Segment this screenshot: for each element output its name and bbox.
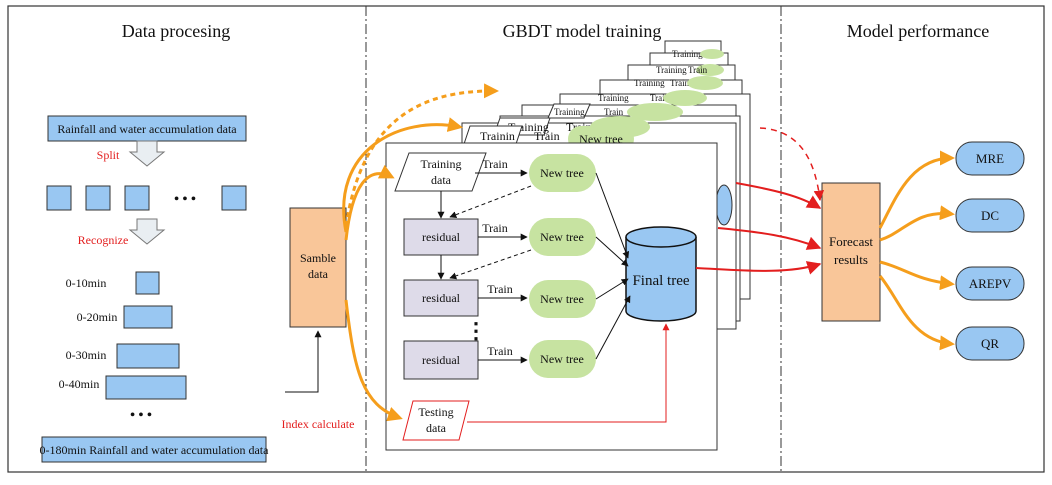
metric-mre xyxy=(955,141,1025,176)
segment-box-1 xyxy=(46,185,72,211)
svg-text:Train: Train xyxy=(604,107,624,117)
metric-arepv-label: AREPV xyxy=(969,276,1012,291)
training-data-node xyxy=(394,152,487,192)
sample-data-label-2: data xyxy=(308,267,329,281)
index-calc-arrow xyxy=(285,330,322,393)
svg-text:Training: Training xyxy=(656,65,687,75)
rainfall-data-label: Rainfall and water accumulation data xyxy=(57,122,237,136)
testing-data-node xyxy=(402,400,470,441)
segment-box-2 xyxy=(85,185,111,211)
index-calculate-label: Index calculate xyxy=(282,417,355,431)
sample-data-box xyxy=(289,207,347,328)
new-tree-label-4: New tree xyxy=(540,352,584,366)
testing-to-final-arrow xyxy=(467,323,670,423)
svg-text:Trainin: Trainin xyxy=(480,129,515,143)
metric-arepv xyxy=(955,266,1025,301)
svg-text:Train: Train xyxy=(670,78,690,88)
segment-ellipsis: • • • xyxy=(174,192,196,207)
new-tree-node-3 xyxy=(529,280,596,318)
metric-dc xyxy=(955,198,1025,233)
duration-ellipsis: • • • xyxy=(130,408,152,423)
recognize-arrow-icon xyxy=(128,218,166,245)
new-tree-label-1: New tree xyxy=(540,166,584,180)
duration-label-10: 0-10min xyxy=(66,276,107,290)
segment-box-n xyxy=(221,185,247,211)
train-label-2: Train xyxy=(482,221,508,235)
svg-text:Training: Training xyxy=(554,107,585,117)
split-arrow-icon xyxy=(128,140,166,167)
train-label-3: Train xyxy=(487,282,513,296)
heading-data-processing: Data procesing xyxy=(122,21,230,41)
new-tree-node-4 xyxy=(529,340,596,378)
testing-data-label-1: Testing xyxy=(418,405,453,419)
recognize-label: Recognize xyxy=(78,233,129,247)
new-tree-node-1 xyxy=(529,154,596,192)
final-tree-cylinder xyxy=(625,226,697,322)
duration-label-30: 0-30min xyxy=(66,348,107,362)
tree-vertical-ellipsis: ⋮ xyxy=(465,318,487,343)
training-data-label-1: Training xyxy=(421,157,462,171)
svg-text:Train: Train xyxy=(688,65,708,75)
forecast-label-1: Forecast xyxy=(829,234,873,249)
residual-label-2: residual xyxy=(422,291,461,305)
rainfall-data-box xyxy=(47,115,247,142)
final-tree-label: Final tree xyxy=(632,273,689,289)
duration-label-20: 0-20min xyxy=(77,310,118,324)
full-duration-box xyxy=(41,436,267,463)
new-tree-label-2: New tree xyxy=(540,230,584,244)
diagram-frame xyxy=(7,5,1045,473)
forecast-results-box xyxy=(821,182,881,322)
testing-data-label-2: data xyxy=(426,421,447,435)
metric-mre-label: MRE xyxy=(976,151,1004,166)
training-data-label-2: data xyxy=(431,173,452,187)
residual-label-3: residual xyxy=(422,353,461,367)
svg-text:Training: Training xyxy=(598,93,629,103)
heading-model-performance: Model performance xyxy=(847,21,989,41)
residual-box-2 xyxy=(403,279,479,317)
duration-bar-40 xyxy=(105,375,187,400)
full-duration-label: 0-180min Rainfall and water accumulation… xyxy=(40,443,270,457)
duration-label-40: 0-40min xyxy=(59,377,100,391)
svg-text:Train: Train xyxy=(650,93,670,103)
train-label-1: Train xyxy=(482,157,508,171)
duration-bar-30 xyxy=(116,343,180,369)
metric-qr xyxy=(955,326,1025,361)
forecast-label-2: results xyxy=(834,252,868,267)
metric-qr-label: QR xyxy=(981,336,999,351)
residual-label-1: residual xyxy=(422,230,461,244)
train-label-4: Train xyxy=(487,344,513,358)
svg-text:Training: Training xyxy=(672,49,703,59)
heading-gbdt-training: GBDT model training xyxy=(503,21,662,41)
segment-box-3 xyxy=(124,185,150,211)
svg-text:Training: Training xyxy=(634,78,665,88)
new-tree-node-2 xyxy=(529,218,596,256)
sample-data-label-1: Samble xyxy=(300,251,336,265)
split-label: Split xyxy=(97,148,120,162)
new-tree-label-3: New tree xyxy=(540,292,584,306)
duration-bar-20 xyxy=(123,305,173,329)
metric-dc-label: DC xyxy=(981,208,999,223)
svg-text:Train: Train xyxy=(534,129,560,143)
duration-bar-10 xyxy=(135,271,160,295)
